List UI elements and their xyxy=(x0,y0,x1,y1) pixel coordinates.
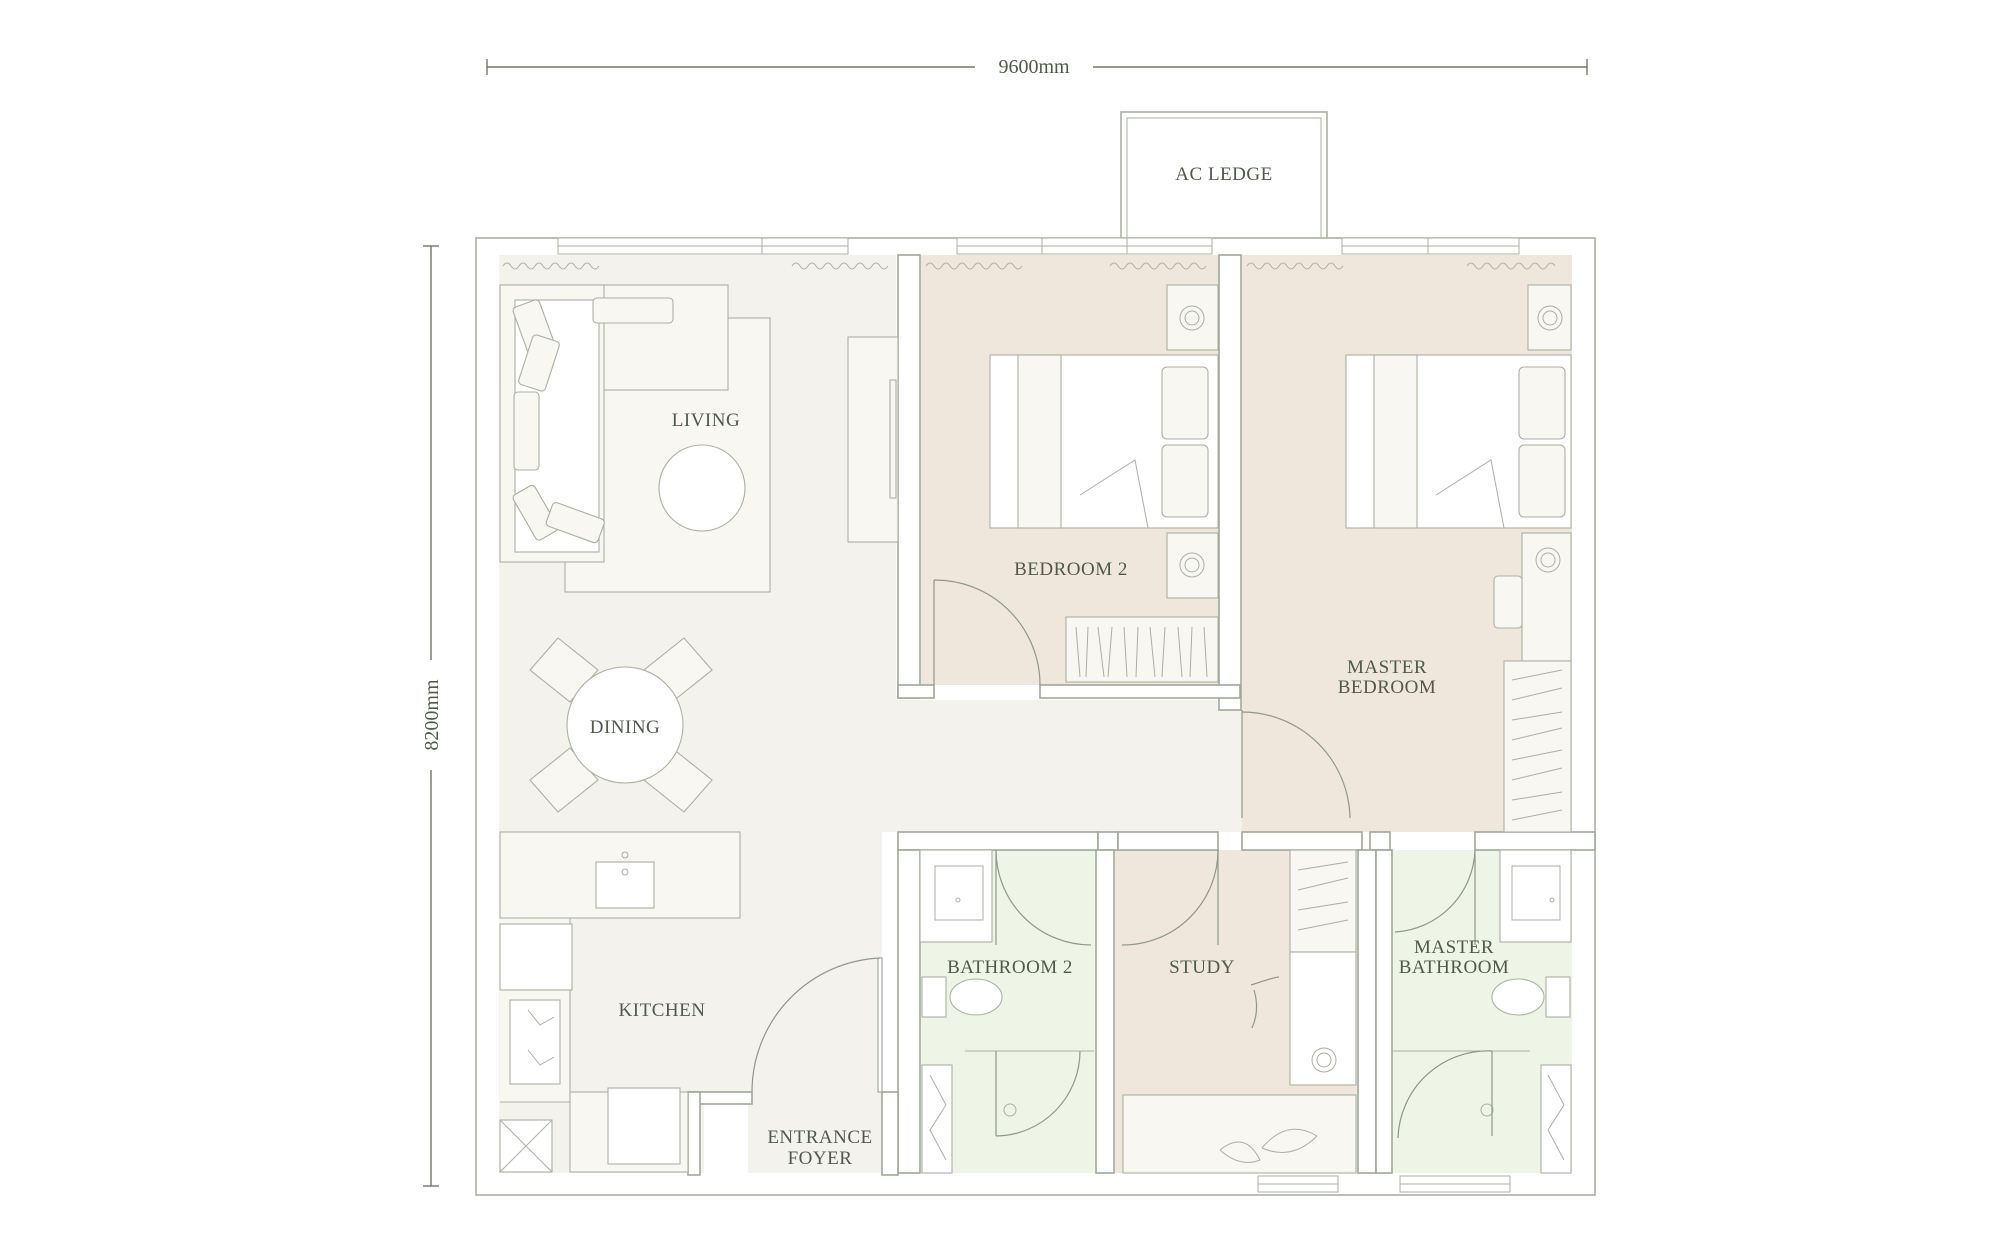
entrance-door xyxy=(751,957,883,1093)
living-label: LIVING xyxy=(672,410,740,431)
curtains xyxy=(502,262,1556,270)
width-dimension-label: 9600mm xyxy=(998,56,1070,78)
study-daybed xyxy=(1122,1094,1357,1174)
study-fixtures xyxy=(1121,849,1357,1174)
bed2-nightstand-bottom xyxy=(1166,532,1219,599)
master-bedroom-furniture xyxy=(1241,284,1572,833)
interior-walls xyxy=(687,254,1596,1176)
master-desk xyxy=(1521,532,1572,662)
master-nightstand-top xyxy=(1527,284,1572,351)
bathroom2-label: BATHROOM 2 xyxy=(947,957,1073,978)
coffee-table xyxy=(658,444,746,532)
study-shelf xyxy=(1289,849,1357,953)
bath2-cistern xyxy=(921,976,947,1018)
master-bath-shower-panel xyxy=(1540,1064,1572,1174)
bed2-nightstand-top xyxy=(1166,284,1219,351)
entrance-label-2: FOYER xyxy=(788,1148,853,1169)
study-desk xyxy=(1289,951,1357,1086)
master-bathroom-label-1: MASTER xyxy=(1414,937,1494,958)
master-bedroom-label-1: MASTER xyxy=(1347,657,1427,678)
bedroom2-furniture xyxy=(933,284,1219,686)
ac-ledge: AC LEDGE xyxy=(1120,111,1328,241)
bed2-wardrobe xyxy=(1065,616,1219,683)
bedroom2-label: BEDROOM 2 xyxy=(1014,559,1128,580)
room-labels: LIVING BEDROOM 2 MASTER BEDROOM DINING K… xyxy=(590,410,1510,1169)
windows-top xyxy=(557,237,1520,1193)
fridge xyxy=(607,1087,681,1165)
master-bath-cistern xyxy=(1545,976,1571,1018)
master-wardrobe xyxy=(1503,660,1572,833)
ac-ledge-label: AC LEDGE xyxy=(1175,164,1272,185)
width-dimension: 9600mm xyxy=(486,56,1588,78)
height-dimension: 8200mm xyxy=(421,245,443,1187)
master-bedroom-label-2: BEDROOM xyxy=(1338,677,1437,698)
cooktop xyxy=(509,999,561,1085)
kitchen-label: KITCHEN xyxy=(619,1000,706,1021)
entrance-label-1: ENTRANCE xyxy=(767,1127,872,1148)
dining-table xyxy=(566,666,684,784)
height-dimension-label: 8200mm xyxy=(421,679,443,751)
dining-label: DINING xyxy=(590,717,661,738)
master-bathroom-fixtures xyxy=(1392,849,1572,1174)
bathroom2-fixtures xyxy=(919,849,1094,1174)
kitchen-sink xyxy=(595,861,655,909)
master-bathroom-label-2: BATHROOM xyxy=(1399,957,1510,978)
master-bath-toilet xyxy=(1491,978,1545,1016)
bath2-toilet xyxy=(949,978,1003,1016)
living-furniture xyxy=(499,284,899,593)
study-label: STUDY xyxy=(1169,957,1235,978)
dining-set xyxy=(529,637,713,813)
kitchen-fixtures xyxy=(499,831,741,1173)
bath2-basin xyxy=(919,849,993,943)
